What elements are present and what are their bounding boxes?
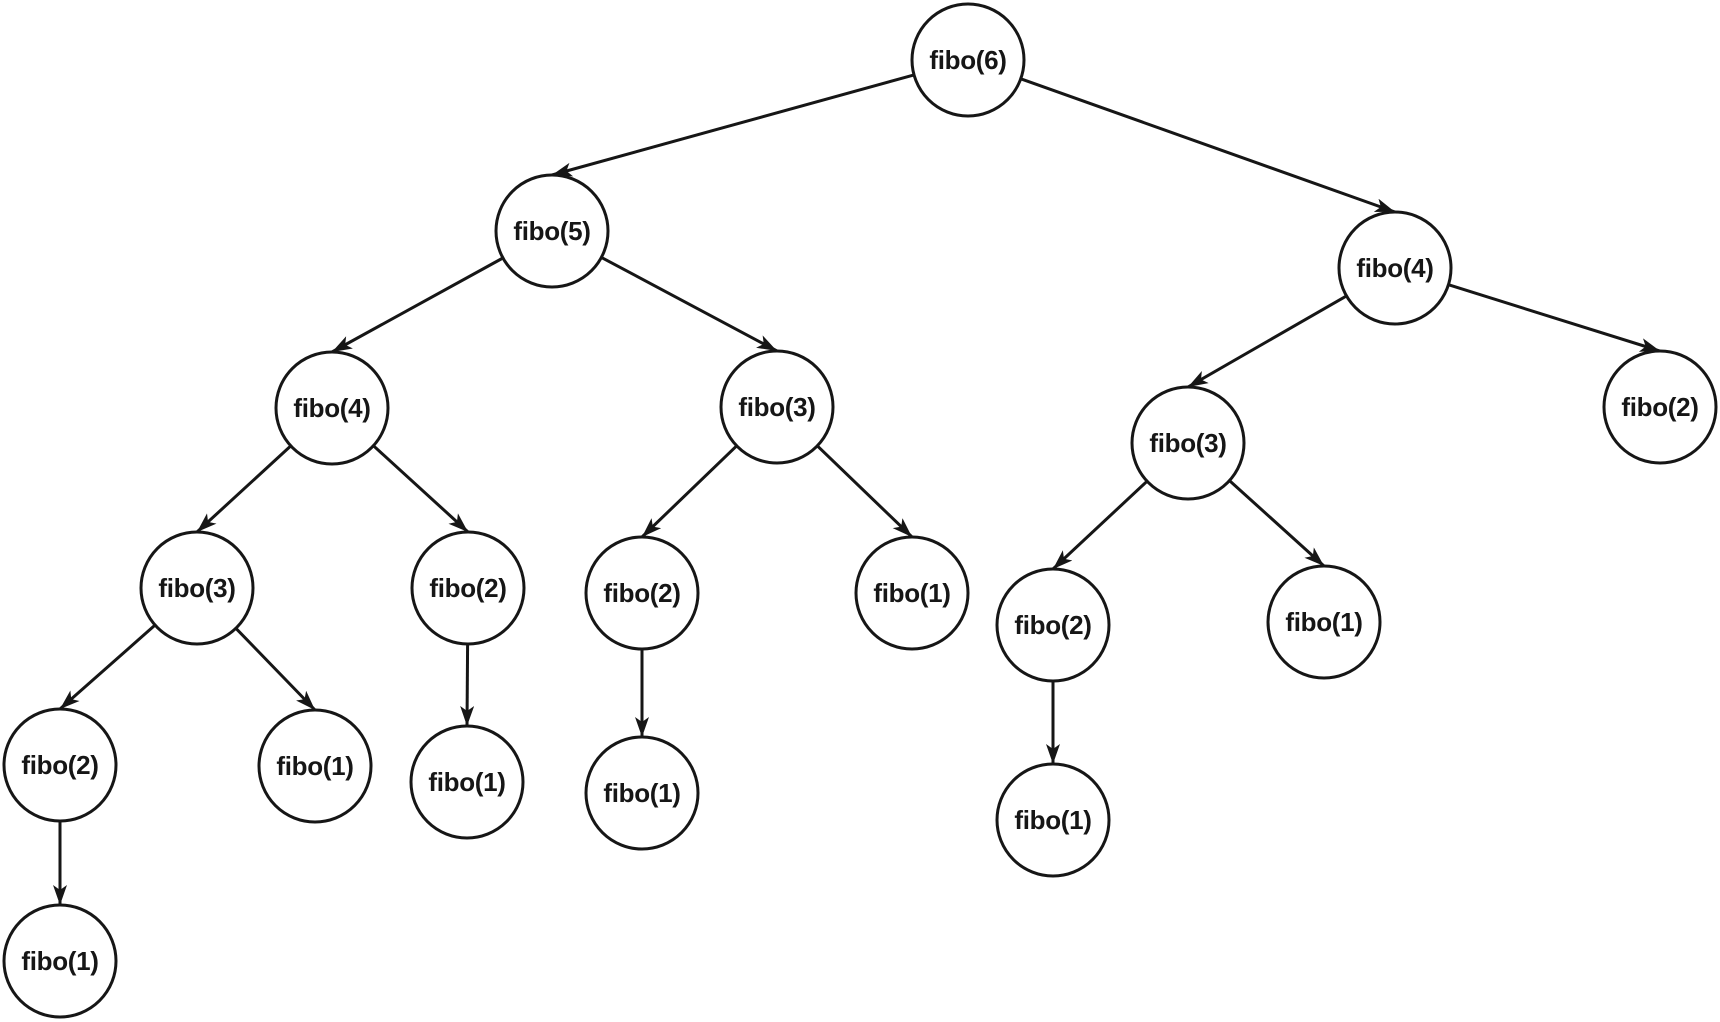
edge-fibo4L-to-fibo3L [195,444,292,534]
node-label: fibo(1) [1014,805,1091,835]
node-label: fibo(4) [1356,253,1433,283]
tree-node-fibo3R: fibo(3) [1130,385,1246,501]
node-circle [2,903,118,1019]
node-circle [1337,210,1453,326]
node-label: fibo(1) [873,578,950,608]
node-circle [854,535,970,651]
node-label: fibo(3) [1149,428,1226,458]
tree-node-fibo1B2: fibo(1) [584,735,700,851]
tree-node-fibo1C: fibo(1) [854,535,970,651]
edge-fibo3M-to-fibo1C [816,444,914,539]
tree-node-fibo5: fibo(5) [494,173,610,289]
node-label: fibo(2) [21,750,98,780]
tree-node-fibo2C: fibo(2) [995,567,1111,683]
edge-fibo4R-to-fibo3R [1187,294,1348,389]
tree-node-fibo1C2: fibo(1) [995,762,1111,878]
node-label: fibo(2) [429,573,506,603]
node-circle [274,350,390,466]
edge-fibo3M-to-fibo2B [640,444,738,539]
node-circle [995,762,1111,878]
node-label: fibo(4) [293,393,370,423]
edge-fibo4R-to-fibo2RR [1447,283,1661,353]
node-label: fibo(6) [929,45,1006,75]
node-label: fibo(2) [603,578,680,608]
node-label: fibo(1) [1285,607,1362,637]
node-circle [257,708,373,824]
tree-node-fibo4R: fibo(4) [1337,210,1453,326]
tree-node-fibo2A: fibo(2) [410,530,526,646]
tree-node-fibo2RR: fibo(2) [1602,349,1718,465]
tree-node-fibo2B: fibo(2) [584,535,700,651]
edge-fibo5-to-fibo3M [600,256,778,353]
tree-node-fibo1L: fibo(1) [257,708,373,824]
edges-layer [53,73,1661,905]
node-circle [584,735,700,851]
node-circle [1602,349,1718,465]
node-circle [995,567,1111,683]
node-label: fibo(2) [1014,610,1091,640]
node-label: fibo(1) [603,778,680,808]
node-circle [719,349,835,465]
node-label: fibo(3) [158,573,235,603]
node-circle [139,530,255,646]
node-circle [494,173,610,289]
node-label: fibo(2) [1621,392,1698,422]
node-circle [1130,385,1246,501]
tree-node-fibo1A2: fibo(1) [409,724,525,840]
node-circle [2,707,118,823]
edge-fibo5-to-fibo4L [331,256,504,354]
tree-node-fibo4L: fibo(4) [274,350,390,466]
node-circle [584,535,700,651]
edge-fibo6-to-fibo4R [1020,77,1396,214]
node-circle [1266,564,1382,680]
node-label: fibo(3) [738,392,815,422]
node-circle [410,530,526,646]
edge-fibo6-to-fibo5 [551,73,915,177]
edge-fibo3L-to-fibo1L [234,627,317,712]
node-label: fibo(5) [513,216,590,246]
edge-fibo2A-to-fibo1A2 [460,643,475,727]
node-label: fibo(1) [276,751,353,781]
node-label: fibo(1) [428,767,505,797]
tree-node-fibo6: fibo(6) [910,2,1026,118]
tree-node-fibo3L: fibo(3) [139,530,255,646]
node-circle [910,2,1026,118]
tree-node-fibo2L: fibo(2) [2,707,118,823]
edge-fibo4L-to-fibo2A [372,444,470,534]
tree-node-fibo1D: fibo(1) [1266,564,1382,680]
edge-fibo3R-to-fibo2C [1051,480,1149,571]
node-label: fibo(1) [21,946,98,976]
node-circle [409,724,525,840]
edge-fibo3R-to-fibo1D [1228,479,1326,568]
edge-fibo3L-to-fibo2L [59,623,156,711]
tree-node-fibo3M: fibo(3) [719,349,835,465]
tree-node-fibo1LL: fibo(1) [2,903,118,1019]
